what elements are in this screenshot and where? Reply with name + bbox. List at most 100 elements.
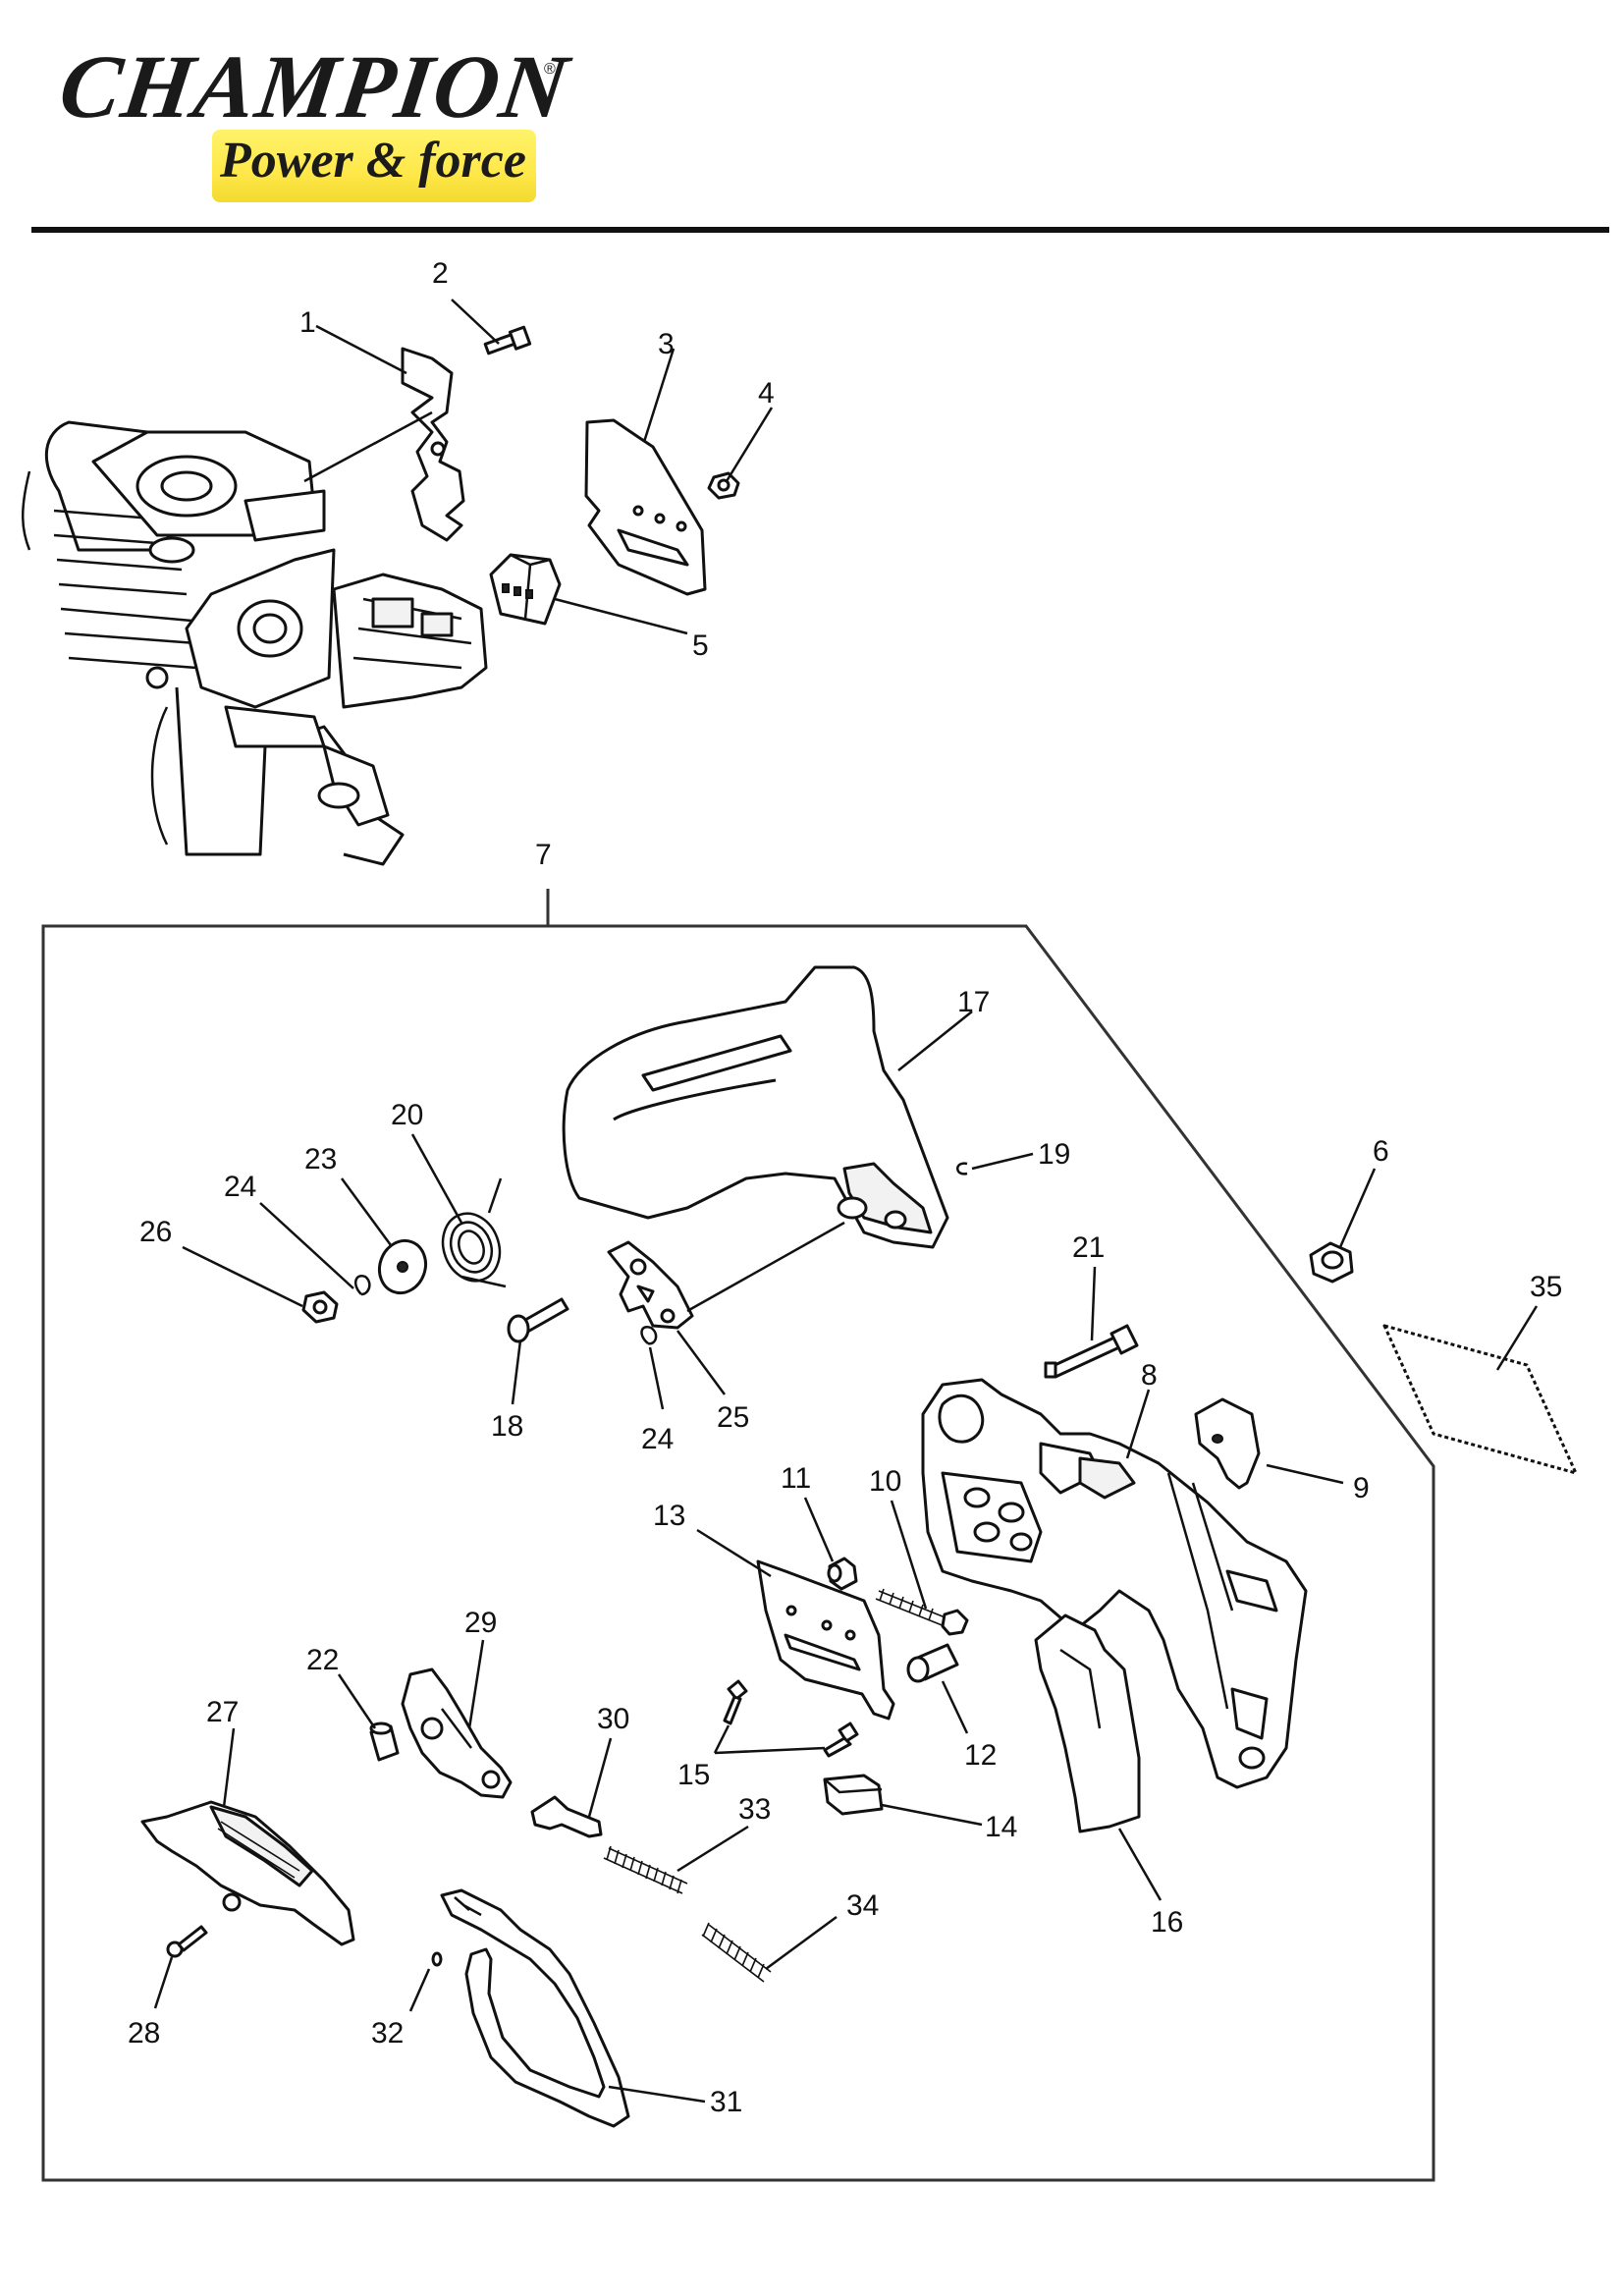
leader-6 <box>1338 1168 1377 1248</box>
part-14-pad <box>823 1774 884 1816</box>
part-4-nut <box>707 471 740 500</box>
leader-28 <box>153 1956 174 2009</box>
part-25-brake-lever <box>607 1240 694 1330</box>
leader-26 <box>182 1245 303 1308</box>
part-11-nut <box>827 1557 858 1591</box>
part-7-assembly-frame <box>41 889 1435 2182</box>
callout-14: 14 <box>985 1811 1017 1843</box>
callout-15: 15 <box>677 1759 710 1791</box>
callout-21: 21 <box>1072 1231 1105 1264</box>
leader-20 <box>410 1133 463 1224</box>
leader-27 <box>222 1727 236 1808</box>
part-13-adjuster-plate <box>756 1559 895 1721</box>
callout-3: 3 <box>658 328 675 360</box>
callout-26: 26 <box>139 1216 172 1248</box>
part-3-guide-plate <box>584 418 707 596</box>
leader-16 <box>1117 1828 1163 1901</box>
part-9-cap <box>1194 1397 1261 1490</box>
leader-10 <box>890 1500 928 1610</box>
leader-13 <box>696 1528 772 1578</box>
part-26-nut <box>301 1290 339 1324</box>
callout-35: 35 <box>1530 1271 1562 1303</box>
part-6-nut <box>1309 1241 1354 1284</box>
callout-16: 16 <box>1151 1906 1183 1939</box>
part-8-sprocket-cover <box>921 1378 1308 1789</box>
part-33-spring <box>603 1845 688 1894</box>
leader-17 <box>897 1011 973 1071</box>
callout-11: 11 <box>781 1462 811 1495</box>
leader-29 <box>467 1639 485 1729</box>
leader-25-to-17 <box>686 1221 845 1313</box>
leader-8 <box>1125 1389 1151 1459</box>
part-17-brake-handle <box>562 965 949 1249</box>
leader-9 <box>1266 1463 1344 1485</box>
leader-30 <box>587 1737 613 1818</box>
part-15-screws <box>723 1679 859 1758</box>
part-24b-clip <box>640 1325 658 1345</box>
callout-9: 9 <box>1353 1472 1370 1504</box>
callout-29: 29 <box>464 1607 497 1639</box>
part-20-spring <box>441 1177 507 1288</box>
part-29-lever <box>401 1667 513 1799</box>
callout-24a: 24 <box>224 1171 256 1203</box>
part-19-clip <box>956 1162 968 1175</box>
callout-30: 30 <box>597 1703 629 1735</box>
leader-12 <box>941 1680 969 1734</box>
part-30-latch <box>530 1795 603 1838</box>
callout-28: 28 <box>128 2017 160 2050</box>
callout-34: 34 <box>846 1889 879 1922</box>
part-35-label-sheet <box>1382 1324 1578 1475</box>
callout-1: 1 <box>299 306 316 339</box>
part-5-block <box>489 553 562 626</box>
leader-14 <box>881 1803 983 1827</box>
callout-27: 27 <box>206 1696 239 1728</box>
part-12-pin <box>906 1643 959 1683</box>
registered-mark: ® <box>544 61 556 78</box>
callout-8: 8 <box>1141 1359 1158 1392</box>
callout-10: 10 <box>869 1465 901 1498</box>
brand-tagline: Power & force <box>220 133 526 189</box>
engine-body <box>22 420 488 866</box>
part-31-brake-band <box>440 1888 630 2128</box>
part-2-screw <box>483 325 532 355</box>
part-32-small-pin <box>431 1951 443 1967</box>
part-24a-clip <box>353 1274 371 1296</box>
callout-20: 20 <box>391 1099 423 1131</box>
leader-31 <box>608 2085 706 2104</box>
tagline-highlight <box>212 130 536 202</box>
leader-24b <box>648 1346 665 1410</box>
header-rule <box>31 227 1609 233</box>
leader-22 <box>337 1673 377 1729</box>
part-10-tension-screw <box>875 1588 969 1636</box>
leader-19 <box>971 1152 1034 1171</box>
leader-35 <box>1495 1305 1539 1371</box>
leader-23 <box>340 1177 393 1246</box>
leader-lines-top <box>303 299 774 635</box>
leader-33 <box>676 1825 749 1873</box>
part-23-washer <box>377 1238 428 1295</box>
callout-32: 32 <box>371 2017 404 2050</box>
leader-11 <box>803 1497 835 1562</box>
part-34-spring <box>701 1922 772 1983</box>
callout-4: 4 <box>758 377 775 410</box>
part-1-chain-catcher <box>401 347 465 542</box>
callout-31: 31 <box>710 2086 742 2118</box>
part-28-screw <box>166 1925 208 1958</box>
champion-logo: CHAMPION ® Power & force <box>54 36 575 206</box>
callout-25: 25 <box>717 1401 749 1434</box>
leader-25 <box>676 1330 727 1395</box>
leader-15 <box>713 1724 826 1755</box>
callout-2: 2 <box>432 257 449 290</box>
part-27-bar-cover <box>140 1800 355 1946</box>
callout-17: 17 <box>957 986 990 1018</box>
callout-23: 23 <box>304 1143 337 1175</box>
callout-22: 22 <box>306 1644 339 1676</box>
leader-34 <box>765 1915 838 1971</box>
callout-7: 7 <box>535 839 552 871</box>
callout-6: 6 <box>1373 1135 1389 1168</box>
callout-19: 19 <box>1038 1138 1070 1171</box>
callout-18: 18 <box>491 1410 523 1443</box>
part-22-pin <box>369 1722 400 1762</box>
part-21-bolt <box>1044 1324 1139 1379</box>
